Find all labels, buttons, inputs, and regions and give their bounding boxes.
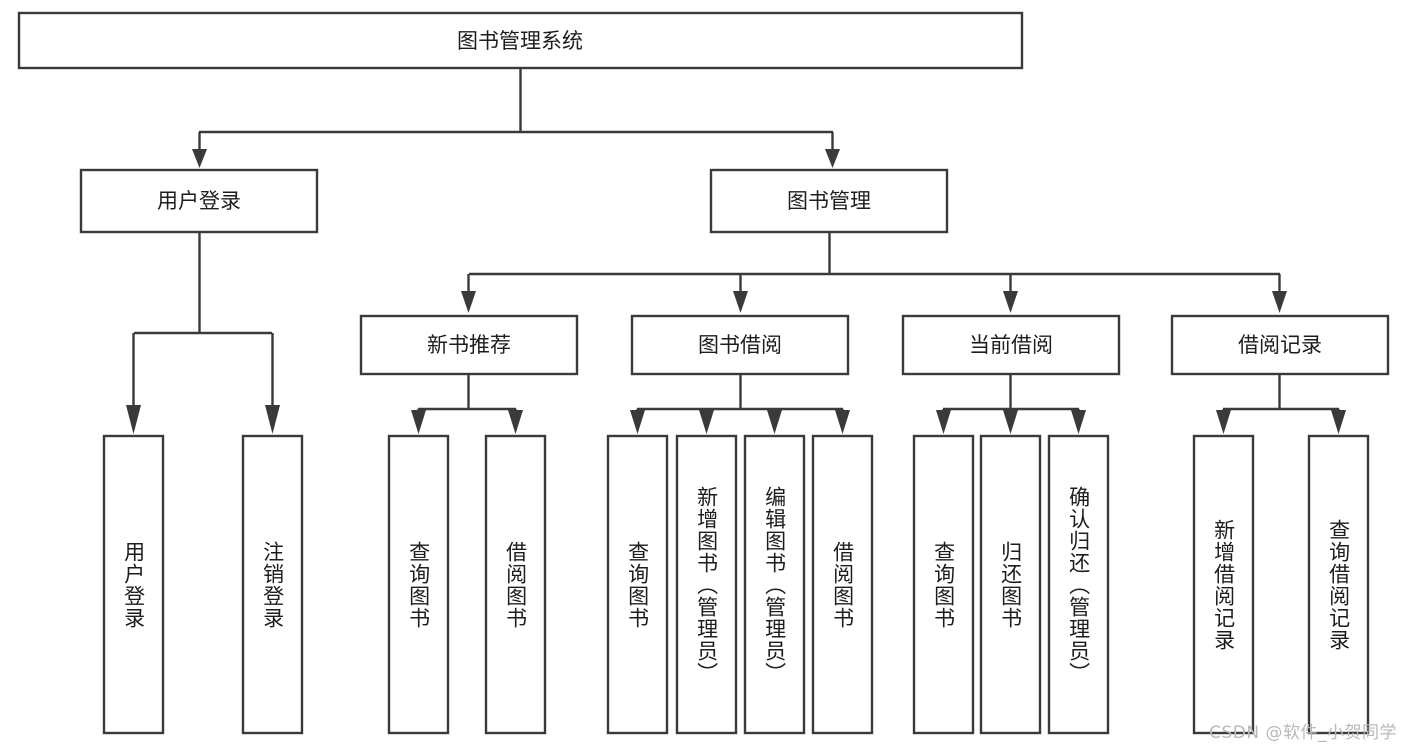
node-book-management-box[interactable] bbox=[709, 168, 949, 234]
arrowhead-cb-to-leaf-2 bbox=[1003, 410, 1018, 434]
arrowhead-bb-to-leaf-2 bbox=[699, 410, 714, 434]
arrowhead-cb-to-leaf-1 bbox=[936, 410, 951, 434]
arrowhead-bm-to-book-borrow bbox=[733, 291, 748, 313]
node-current-borrow-box[interactable] bbox=[901, 314, 1121, 376]
arrowhead-root-to-user-login bbox=[192, 149, 207, 168]
node-leaf-query-record-box[interactable] bbox=[1307, 434, 1370, 735]
node-leaf-user-login-box[interactable] bbox=[102, 434, 165, 735]
arrowhead-nbr-to-leaf-2 bbox=[508, 410, 523, 434]
arrowhead-nbr-to-leaf-1 bbox=[411, 410, 426, 434]
node-leaf-add-record-box[interactable] bbox=[1192, 434, 1255, 735]
arrowhead-user-login-to-leaf-1 bbox=[126, 405, 141, 434]
arrowhead-bb-to-leaf-3 bbox=[767, 410, 782, 434]
node-root-box[interactable] bbox=[17, 11, 1024, 70]
arrowhead-user-login-to-leaf-2 bbox=[265, 405, 280, 434]
csdn-watermark: CSDN @软件_小贺同学 bbox=[1209, 723, 1397, 743]
arrowhead-bb-to-leaf-1 bbox=[630, 410, 645, 434]
node-leaf-add-book-box[interactable] bbox=[675, 434, 738, 735]
node-leaf-edit-book-box[interactable] bbox=[743, 434, 806, 735]
node-leaf-confirm-return-box[interactable] bbox=[1047, 434, 1110, 735]
node-leaf-logout-login-box[interactable] bbox=[241, 434, 304, 735]
node-root-label: 图书管理系统 bbox=[457, 29, 583, 53]
arrowhead-bm-to-borrow-record bbox=[1272, 291, 1287, 313]
node-leaf-borrow-book-1-box[interactable] bbox=[484, 434, 547, 735]
arrowhead-bm-to-new-book-recommend bbox=[461, 291, 476, 313]
node-book-borrow-label: 图书借阅 bbox=[698, 333, 782, 357]
node-borrow-record-label: 借阅记录 bbox=[1238, 333, 1322, 357]
node-leaf-query-book-3-box[interactable] bbox=[912, 434, 975, 735]
arrowhead-bb-to-leaf-4 bbox=[835, 410, 850, 434]
node-leaf-query-book-1-box[interactable] bbox=[387, 434, 450, 735]
node-leaf-query-book-2-box[interactable] bbox=[606, 434, 669, 735]
arrowhead-bm-to-current-borrow bbox=[1003, 291, 1018, 313]
node-new-book-recommend-box[interactable] bbox=[359, 314, 579, 376]
arrowhead-br-to-leaf-1 bbox=[1216, 410, 1231, 434]
arrowhead-cb-to-leaf-3 bbox=[1071, 410, 1086, 434]
node-new-book-recommend-label: 新书推荐 bbox=[427, 333, 511, 357]
node-user-login-label: 用户登录 bbox=[157, 189, 241, 213]
node-current-borrow-label: 当前借阅 bbox=[969, 333, 1053, 357]
arrowhead-br-to-leaf-2 bbox=[1331, 410, 1346, 434]
node-book-management-label: 图书管理 bbox=[787, 189, 871, 213]
node-leaf-return-book-box[interactable] bbox=[979, 434, 1042, 735]
arrowhead-root-to-book-management bbox=[825, 149, 840, 168]
node-leaf-borrow-book-2-box[interactable] bbox=[811, 434, 874, 735]
node-borrow-record-box[interactable] bbox=[1170, 314, 1390, 376]
node-book-borrow-box[interactable] bbox=[630, 314, 850, 376]
